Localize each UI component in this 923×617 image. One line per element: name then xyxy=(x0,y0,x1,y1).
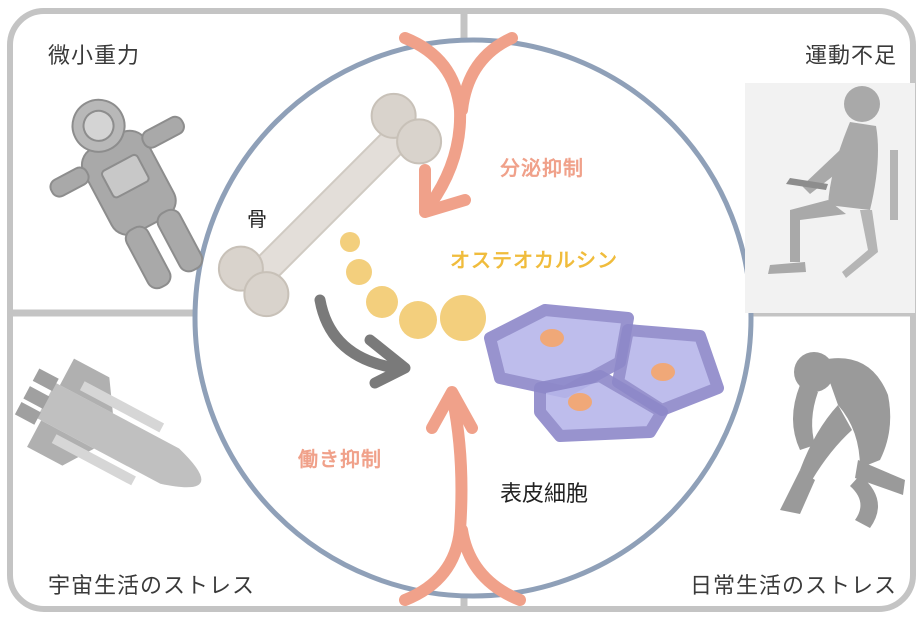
space-shuttle-icon xyxy=(14,358,202,488)
label-bone: 骨 xyxy=(247,207,267,231)
label-function-inhibition: 働き抑制 xyxy=(298,447,382,471)
label-microgravity: 微小重力 xyxy=(48,44,141,69)
secretion-inhibit-arrow xyxy=(399,32,518,218)
cell-nucleus xyxy=(568,393,592,411)
person-at-laptop-icon xyxy=(745,83,915,313)
label-skin-cells: 表皮細胞 xyxy=(500,482,589,507)
label-daily-life-stress: 日常生活のストレス xyxy=(689,574,897,599)
label-space-life-stress: 宇宙生活のストレス xyxy=(48,574,256,599)
cell-nucleus xyxy=(540,329,564,347)
label-secretion-inhibition: 分泌抑制 xyxy=(500,156,584,180)
label-osteocalcin: オステオカルシン xyxy=(450,248,618,272)
label-lack-of-exercise: 運動不足 xyxy=(804,44,897,69)
skin-cells xyxy=(484,304,724,442)
bone-icon xyxy=(217,92,443,318)
function-inhibit-arrow xyxy=(399,386,526,606)
astronaut-icon xyxy=(49,98,204,290)
cell-nucleus xyxy=(651,363,675,381)
stressed-person-icon xyxy=(780,352,905,528)
skin-cell xyxy=(534,370,668,442)
flow-arrow xyxy=(314,294,411,389)
osteocalcin-particles xyxy=(340,232,486,341)
